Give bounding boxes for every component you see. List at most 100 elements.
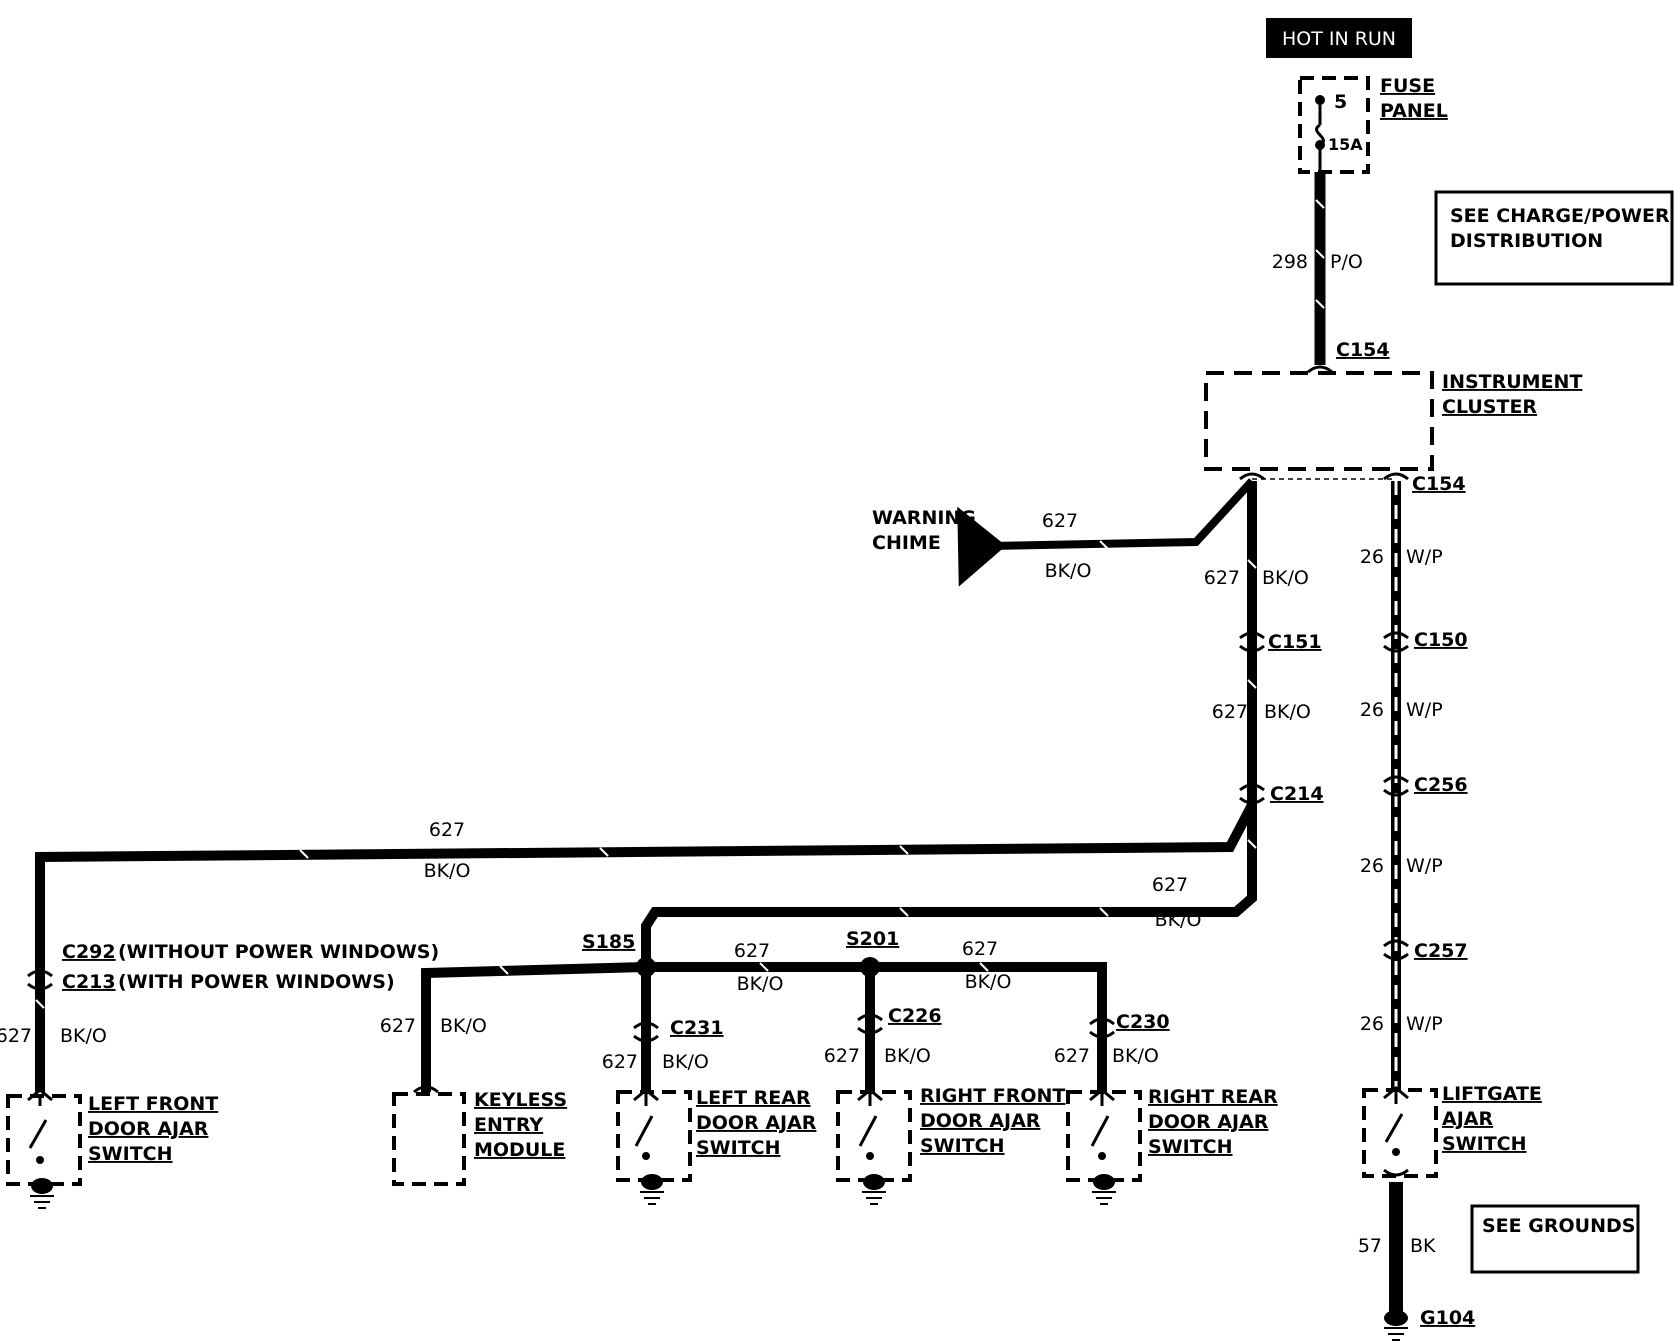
- lg-label-3: SWITCH: [1442, 1133, 1527, 1155]
- c257-label: C257: [1414, 940, 1468, 962]
- svg-text:SEE GROUNDS: SEE GROUNDS: [1482, 1215, 1635, 1237]
- rf-color: BK/O: [884, 1045, 931, 1067]
- c214-label: C214: [1270, 783, 1324, 805]
- chime-label-1: WARNING: [872, 507, 976, 529]
- lg-label-1: LIFTGATE: [1442, 1083, 1542, 1105]
- lf-color: BK/O: [60, 1025, 107, 1047]
- bus-circuit-2: 627: [962, 938, 998, 960]
- s185-splice: [636, 957, 656, 977]
- cluster-label-2: CLUSTER: [1442, 396, 1537, 418]
- right-front-switch: [836, 1088, 912, 1205]
- c213-label: C213: [62, 971, 116, 993]
- c213-note: (WITH POWER WINDOWS): [118, 971, 395, 993]
- wire-627-chime: [957, 478, 1255, 587]
- c154-top-connector: [1307, 365, 1333, 374]
- rr-color: BK/O: [1112, 1045, 1159, 1067]
- lr-circuit: 627: [602, 1051, 638, 1073]
- wire-627-left-front: [35, 802, 1257, 1092]
- wire-627-trunk: [641, 481, 1257, 967]
- w26-color-1: W/P: [1406, 546, 1443, 568]
- trunk-color-2: BK/O: [1264, 701, 1311, 723]
- svg-text:SEE CHARGE/POWER: SEE CHARGE/POWER: [1450, 205, 1670, 227]
- fuse-5: 5 15A: [1298, 76, 1370, 174]
- rf-circuit: 627: [824, 1045, 860, 1067]
- rf-label-3: SWITCH: [920, 1135, 1005, 1157]
- bus-color-2: BK/O: [965, 971, 1012, 993]
- w26-color-2: W/P: [1406, 699, 1443, 721]
- rr-circuit: 627: [1054, 1045, 1090, 1067]
- svg-text:5: 5: [1334, 91, 1347, 113]
- keyless-color: BK/O: [440, 1015, 487, 1037]
- left-rear-switch: [616, 1088, 692, 1205]
- w26-circuit-1: 26: [1360, 546, 1384, 568]
- w57-color: BK: [1410, 1235, 1436, 1257]
- keyless-entry-module: [392, 1085, 466, 1186]
- lf-label-1: LEFT FRONT: [88, 1093, 218, 1115]
- chime-label-2: CHIME: [872, 532, 941, 554]
- c154-right-label: C154: [1412, 473, 1466, 495]
- w26-color-4: W/P: [1406, 1013, 1443, 1035]
- svg-text:15A: 15A: [1328, 135, 1363, 154]
- lf-label-2: DOOR AJAR: [88, 1118, 209, 1140]
- c150-label: C150: [1414, 629, 1468, 651]
- rf-label-1: RIGHT FRONT: [920, 1085, 1065, 1107]
- lr-label-1: LEFT REAR: [696, 1087, 811, 1109]
- c292-connector: [27, 969, 53, 991]
- keyless-label-3: MODULE: [474, 1139, 565, 1161]
- c230-connector: [1089, 1017, 1115, 1039]
- ground-g104: [1384, 1310, 1408, 1341]
- c256-connector: [1383, 775, 1409, 797]
- c150-connector: [1383, 631, 1409, 653]
- keyless-label-2: ENTRY: [474, 1114, 543, 1136]
- lr-color: BK/O: [662, 1051, 709, 1073]
- cluster-label-1: INSTRUMENT: [1442, 371, 1582, 393]
- c231-label: C231: [670, 1017, 724, 1039]
- bus-color-1: BK/O: [737, 973, 784, 995]
- s201-splice: [860, 957, 880, 977]
- s201-label: S201: [846, 928, 899, 950]
- c292-note: (WITHOUT POWER WINDOWS): [118, 941, 439, 963]
- w26-circuit-4: 26: [1360, 1013, 1384, 1035]
- w26-color-3: W/P: [1406, 855, 1443, 877]
- keyless-circuit: 627: [380, 1015, 416, 1037]
- lf-circuit: 627: [0, 1025, 32, 1047]
- c292-label: C292: [62, 941, 116, 963]
- right-rear-switch: [1066, 1088, 1142, 1205]
- s185-label: S185: [582, 931, 635, 953]
- c231-connector: [633, 1021, 659, 1043]
- trunk-circuit-2: 627: [1212, 701, 1248, 723]
- see-charge-note: SEE CHARGE/POWER DISTRIBUTION: [1434, 190, 1674, 286]
- lr-label-2: DOOR AJAR: [696, 1112, 817, 1134]
- c151-connector: [1239, 631, 1265, 653]
- c257-connector: [1383, 939, 1409, 961]
- cluster-26-terminal: [1383, 472, 1409, 481]
- keyless-label-1: KEYLESS: [474, 1089, 567, 1111]
- trunk-color-1: BK/O: [1262, 567, 1309, 589]
- lr-label-3: SWITCH: [696, 1137, 781, 1159]
- c226-connector: [857, 1013, 883, 1035]
- lg-label-2: AJAR: [1442, 1108, 1493, 1130]
- cluster-627-terminal: [1239, 472, 1265, 481]
- c151-label: C151: [1268, 631, 1322, 653]
- c154-top-label: C154: [1336, 339, 1390, 361]
- c226-label: C226: [888, 1005, 942, 1027]
- g104-label: G104: [1420, 1307, 1475, 1329]
- trunk-circuit-3: 627: [1152, 874, 1188, 896]
- c214-connector: [1239, 783, 1265, 805]
- left-front-switch: [6, 1088, 82, 1209]
- w298-color: P/O: [1330, 251, 1363, 273]
- rf-label-2: DOOR AJAR: [920, 1110, 1041, 1132]
- fuse-panel-label-2: PANEL: [1380, 100, 1448, 122]
- w298-circuit: 298: [1272, 251, 1308, 273]
- lf-label-3: SWITCH: [88, 1143, 173, 1165]
- w26-circuit-2: 26: [1360, 699, 1384, 721]
- wire-298: [1314, 172, 1326, 365]
- rr-label-2: DOOR AJAR: [1148, 1111, 1269, 1133]
- c256-label: C256: [1414, 774, 1468, 796]
- hot-in-run-box: HOT IN RUN: [1266, 18, 1412, 58]
- liftgate-switch: [1362, 1086, 1438, 1178]
- svg-text:DISTRIBUTION: DISTRIBUTION: [1450, 230, 1603, 252]
- instrument-cluster: [1204, 371, 1434, 471]
- see-grounds-note: SEE GROUNDS: [1470, 1204, 1640, 1274]
